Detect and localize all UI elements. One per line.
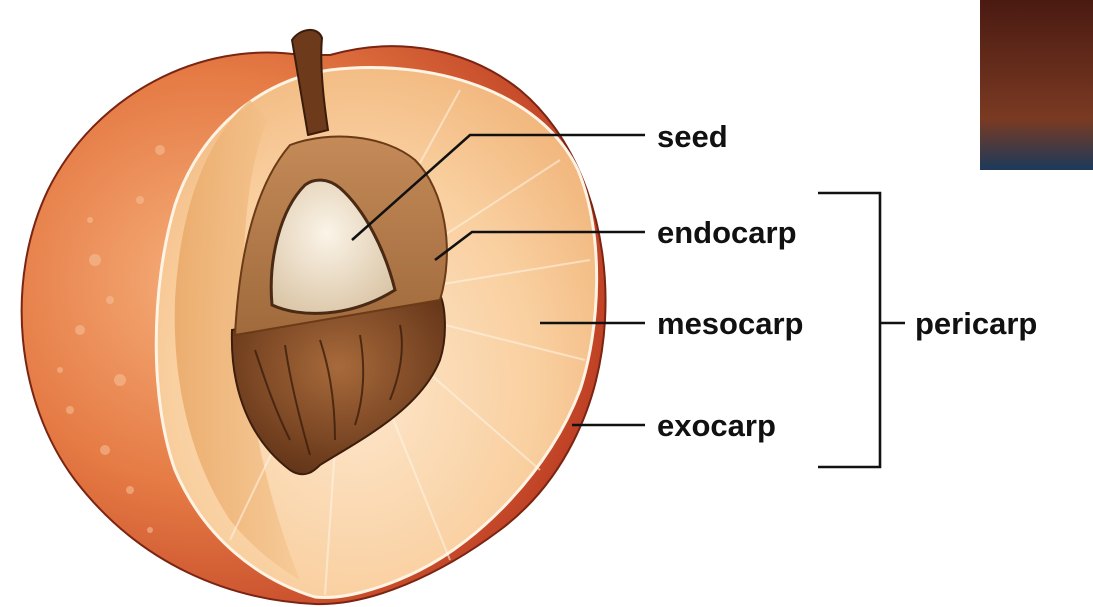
label-seed: seed [657, 119, 728, 154]
photo-thumbnail [980, 0, 1093, 170]
label-mesocarp: mesocarp [657, 306, 803, 341]
peach-illustration [22, 30, 606, 604]
pericarp-bracket [818, 193, 905, 467]
label-pericarp: pericarp [915, 306, 1037, 341]
label-endocarp: endocarp [657, 215, 797, 250]
label-exocarp: exocarp [657, 408, 776, 443]
